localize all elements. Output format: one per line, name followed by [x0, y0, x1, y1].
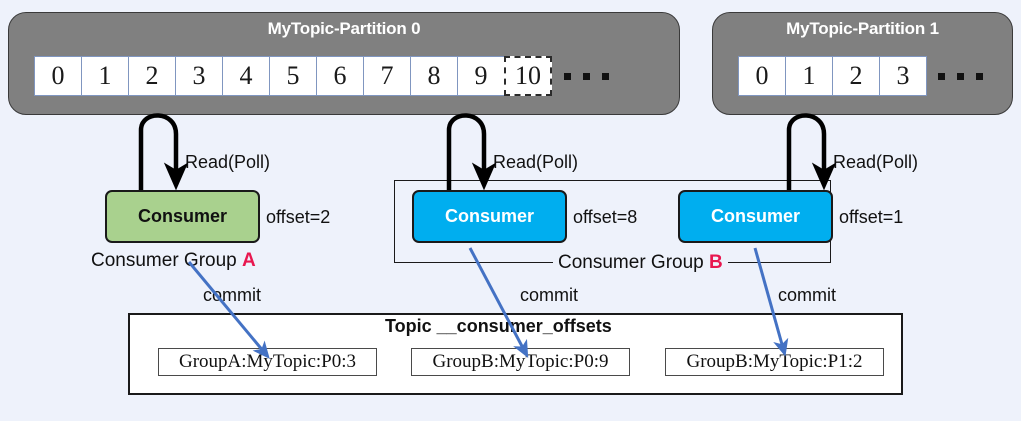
consumer-b2-offset: offset=1: [839, 207, 904, 227]
partition-0-container: MyTopic-Partition 0 0 1 2 3 4 5 6 7 8 9 …: [8, 12, 680, 115]
partition-0-cell: 3: [175, 56, 223, 96]
partition-0-cell: 5: [269, 56, 317, 96]
partition-1-ellipsis-icon: [938, 56, 983, 96]
read-poll-arrow-1: [138, 113, 189, 191]
read-poll-label-1: Read(Poll): [185, 152, 271, 172]
partition-0-cell: 6: [316, 56, 364, 96]
consumer-group-a-letter: A: [242, 250, 256, 271]
partition-0-title: MyTopic-Partition 0: [267, 19, 421, 38]
partition-0-cell: 8: [410, 56, 458, 96]
consumer-group-b-letter: B: [709, 252, 723, 273]
commit-label-3: commit: [778, 285, 836, 305]
offset-record-2: GroupB:MyTopic:P0:9: [411, 348, 630, 376]
read-poll-label-3: Read(Poll): [833, 152, 919, 172]
commit-label-1: commit: [203, 285, 261, 305]
partition-1-cell: 1: [785, 56, 833, 96]
consumer-group-b-label: Consumer Group B: [553, 252, 728, 274]
partition-0-cell: 7: [363, 56, 411, 96]
partition-0-cell: 0: [34, 56, 82, 96]
partition-0-ellipsis-icon: [564, 56, 609, 96]
partition-0-cell: 1: [81, 56, 129, 96]
consumer-group-b-consumer-2[interactable]: Consumer: [678, 190, 833, 243]
consumer-label: Consumer: [137, 206, 227, 226]
partition-1-title: MyTopic-Partition 1: [786, 19, 939, 38]
consumer-label: Consumer: [710, 206, 800, 226]
consumer-group-a-label: Consumer Group A: [86, 250, 261, 272]
consumer-group-b-label-text: Consumer Group: [558, 252, 710, 273]
consumer-group-a-label-text: Consumer Group: [91, 250, 243, 271]
consumer-group-b-consumer-1[interactable]: Consumer: [412, 190, 567, 243]
consumer-b1-offset: offset=8: [573, 207, 638, 227]
partition-0-cell-next: 10: [504, 56, 552, 96]
consumer-group-a-consumer-1[interactable]: Consumer: [105, 190, 260, 243]
partition-1-cell: 2: [832, 56, 880, 96]
partition-1-container: MyTopic-Partition 1 0 1 2 3: [712, 12, 1013, 115]
partition-0-cell: 4: [222, 56, 270, 96]
consumer-offsets-topic-title: Topic __consumer_offsets: [385, 316, 612, 336]
consumer-label: Consumer: [444, 206, 534, 226]
partition-0-cell: 9: [457, 56, 505, 96]
partition-0-cells: 0 1 2 3 4 5 6 7 8 9 10: [34, 56, 609, 96]
offset-record-1: GroupA:MyTopic:P0:3: [158, 348, 377, 376]
partition-1-cell: 0: [738, 56, 786, 96]
read-poll-arrow-2: [446, 113, 497, 191]
read-poll-label-2: Read(Poll): [493, 152, 579, 172]
commit-label-2: commit: [520, 285, 578, 305]
consumer-a1-offset: offset=2: [266, 207, 331, 227]
offset-record-3: GroupB:MyTopic:P1:2: [665, 348, 884, 376]
read-poll-arrow-3: [786, 113, 837, 191]
partition-0-cell: 2: [128, 56, 176, 96]
partition-1-cells: 0 1 2 3: [738, 56, 983, 96]
partition-1-cell: 3: [879, 56, 927, 96]
